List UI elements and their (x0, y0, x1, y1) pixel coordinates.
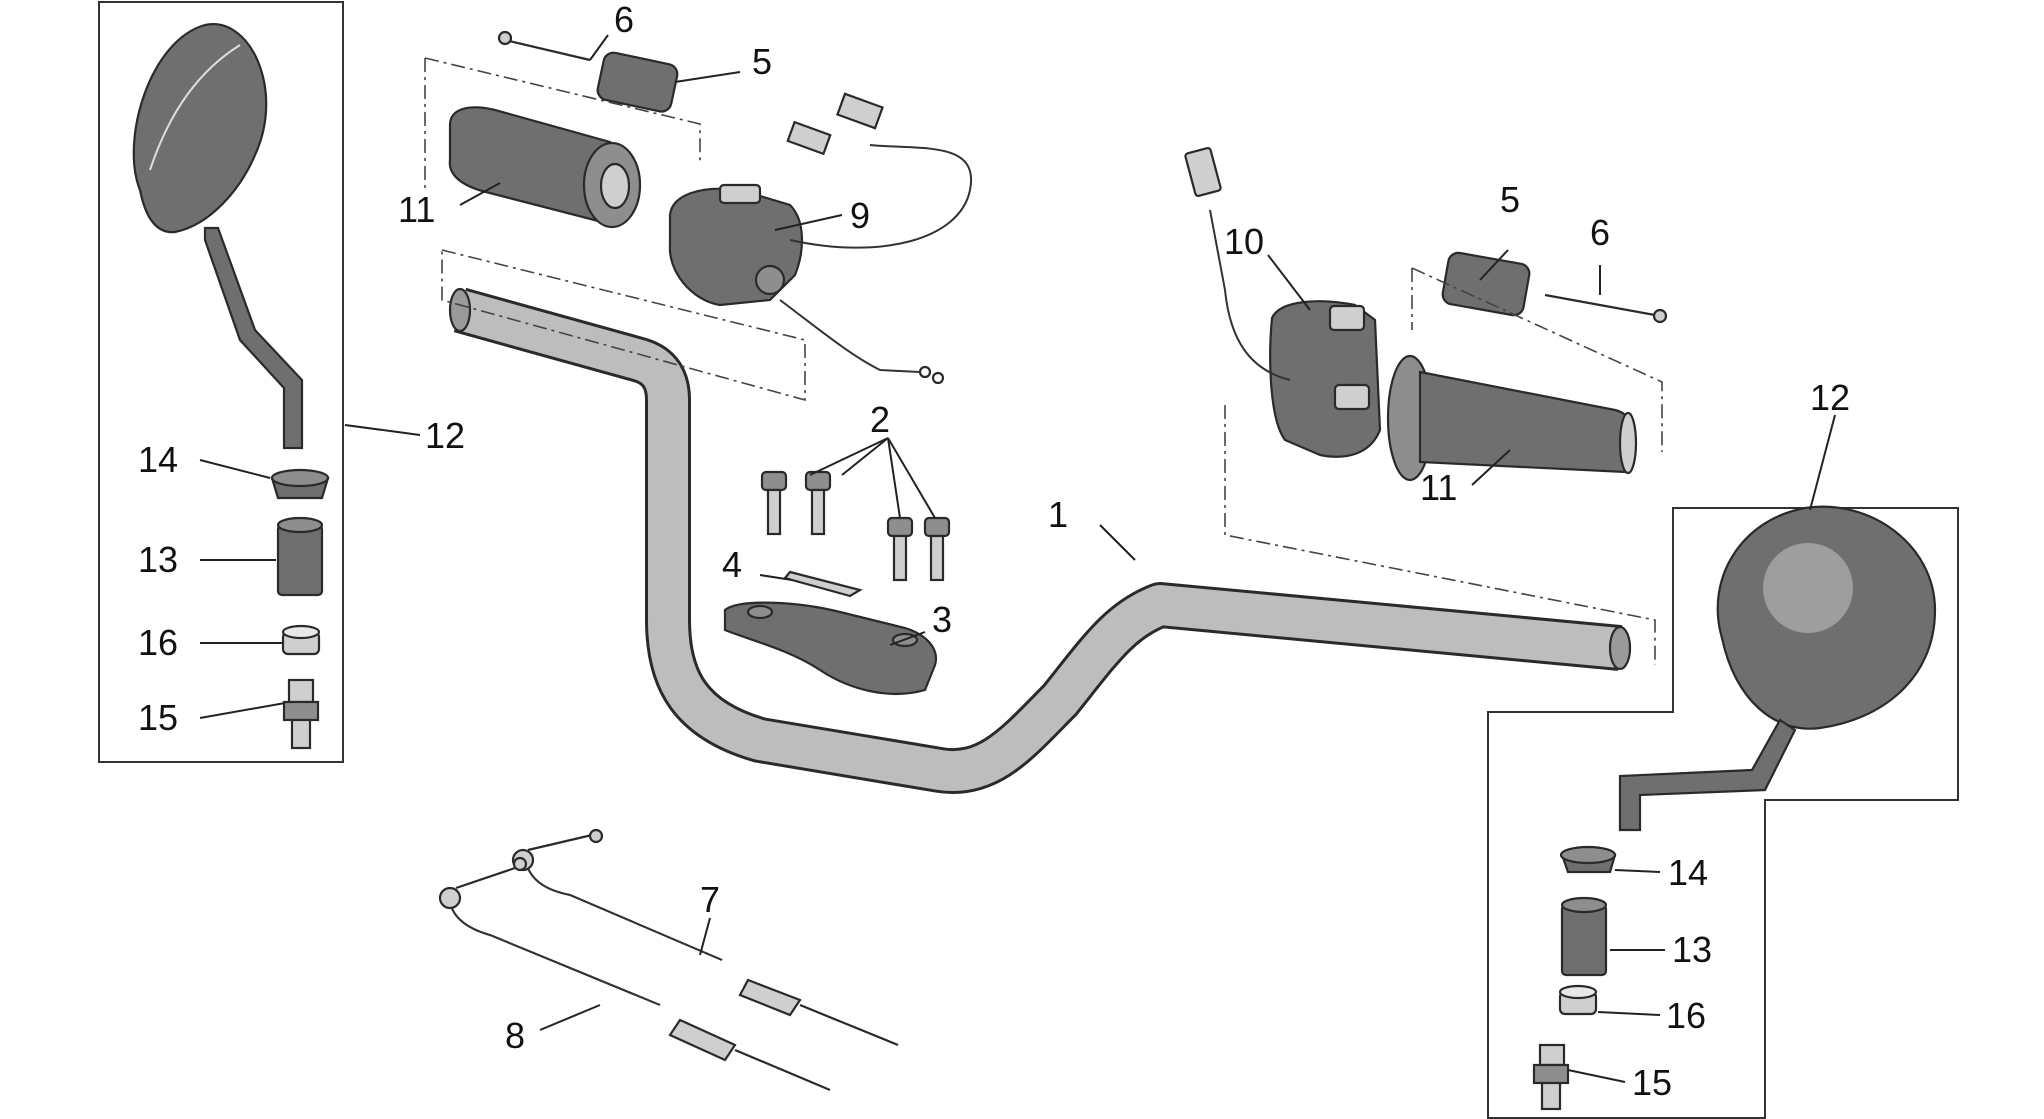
right-switch-block (1269, 300, 1382, 458)
callout-11-left: 11 (398, 189, 435, 230)
callout-6-right: 6 (1590, 212, 1610, 253)
right-rubber-boot (1559, 845, 1617, 874)
callout-12-right: 12 (1810, 377, 1850, 418)
callout-15-left: 15 (138, 697, 178, 738)
callout-13-right: 13 (1672, 929, 1712, 970)
right-adapter-bolt (1532, 1043, 1570, 1111)
left-switch-wiring (779, 92, 973, 385)
left-rubber-boot (270, 468, 330, 500)
clamp-bolts (760, 470, 951, 582)
right-spacer-sleeve (1560, 896, 1608, 977)
callout-10: 10 (1224, 221, 1264, 262)
left-nut (281, 624, 321, 656)
right-nut (1558, 984, 1598, 1016)
callout-3: 3 (932, 599, 952, 640)
left-mirror-kit-frame (98, 1, 344, 763)
callout-16-right: 16 (1666, 995, 1706, 1036)
right-bar-end-bolt (1544, 293, 1668, 324)
callout-13-left: 13 (138, 539, 178, 580)
callout-9: 9 (850, 195, 870, 236)
upper-clamp (723, 601, 938, 696)
callout-8: 8 (505, 1015, 525, 1056)
left-switch-block (668, 183, 804, 307)
right-mirror-kit-frame (1487, 507, 1959, 1119)
callout-16-left: 16 (138, 622, 178, 663)
right-bar-end-weight (1441, 251, 1531, 317)
left-spacer-sleeve (276, 516, 324, 597)
callout-5-right: 5 (1500, 179, 1520, 220)
callout-14-left: 14 (138, 439, 178, 480)
left-bar-end-bolt (497, 30, 591, 62)
callout-14-right: 14 (1668, 852, 1708, 893)
left-grip-dashed-outline (424, 57, 806, 402)
left-adapter-bolt (282, 678, 320, 750)
callout-7: 7 (700, 879, 720, 920)
clamp-shim (783, 570, 863, 598)
callout-1: 1 (1048, 494, 1068, 535)
right-switch-wiring (1184, 146, 1291, 381)
left-mirror (132, 23, 304, 450)
callout-11-right: 11 (1420, 467, 1457, 508)
throttle-cable-close (438, 856, 831, 1092)
callout-15-right: 15 (1632, 1062, 1672, 1103)
right-grip (1386, 354, 1638, 482)
leader-lines (199, 34, 1836, 1083)
right-mirror (1618, 505, 1937, 832)
handlebar (448, 287, 1632, 795)
callout-5-left: 5 (752, 41, 772, 82)
callout-6-left: 6 (614, 0, 634, 40)
callout-12-left: 12 (425, 415, 465, 456)
right-grip-dashed-outline (1224, 267, 1663, 665)
callout-2: 2 (870, 399, 890, 440)
callout-4: 4 (722, 544, 742, 585)
left-grip (448, 106, 642, 229)
left-bar-end-weight (596, 51, 679, 113)
